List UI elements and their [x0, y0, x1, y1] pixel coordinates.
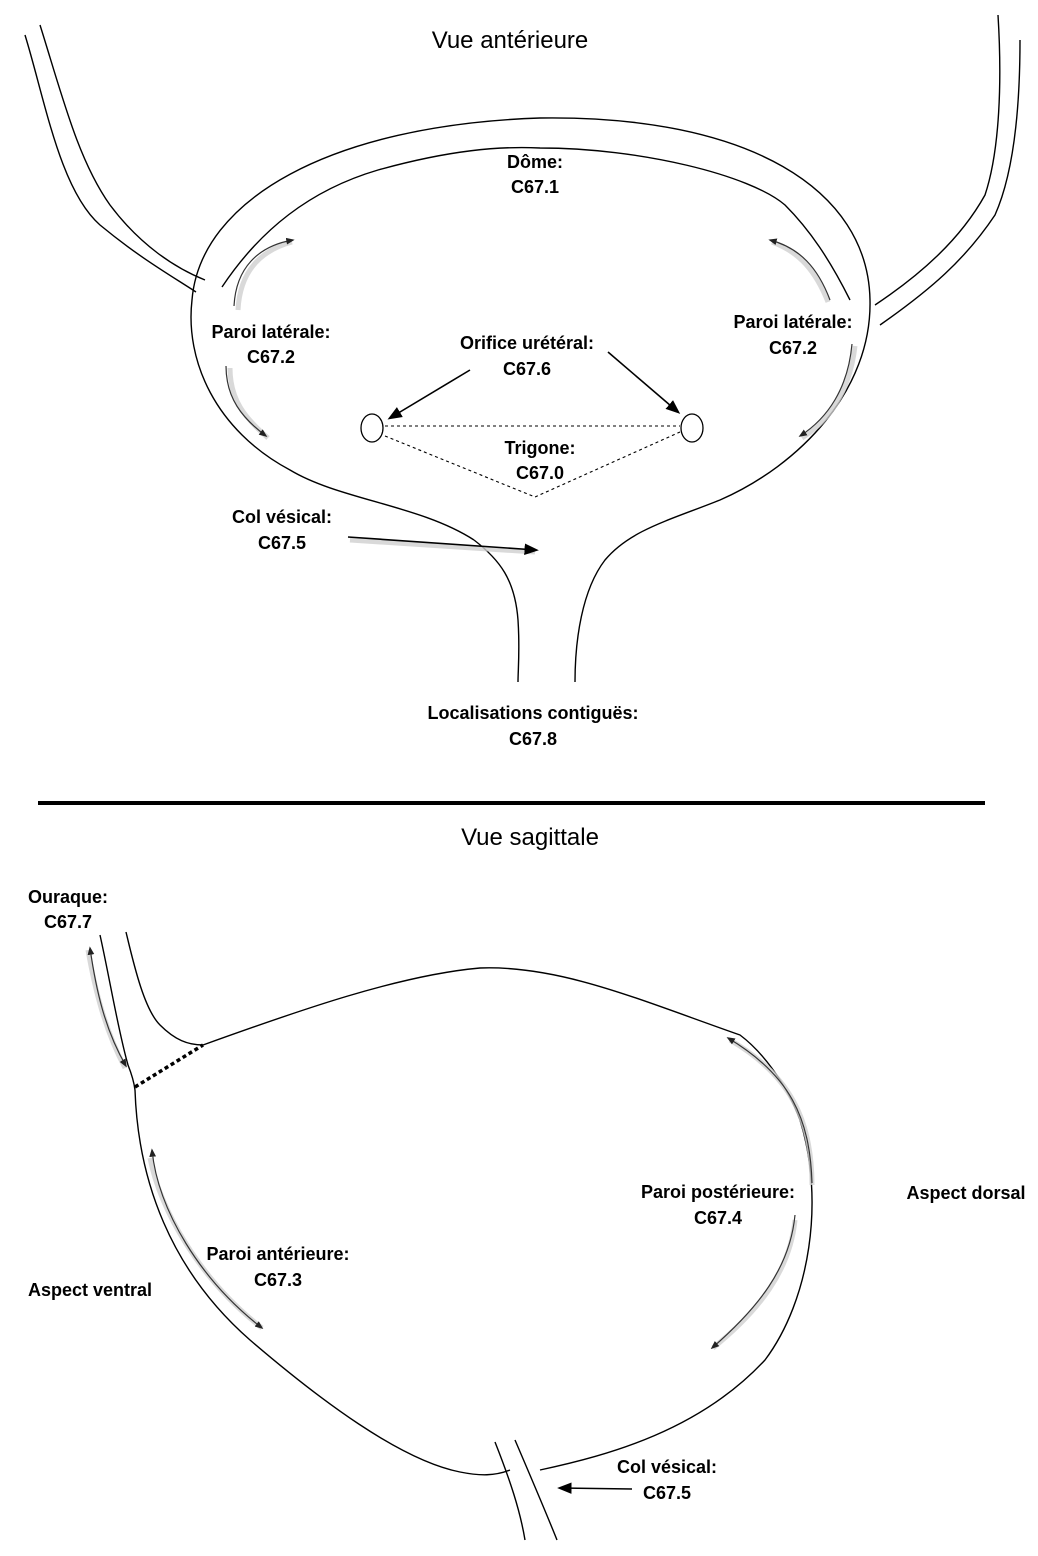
anterior-wall-arrow: [149, 1148, 264, 1330]
sagittal-bladder-neck-arrow: [557, 1482, 633, 1494]
left-ureteral-orifice: [360, 413, 384, 443]
posterior-wall-down-arrow: [710, 1214, 796, 1350]
urachus-back-wall: [125, 931, 204, 1046]
anterior-wall-code: C67.3: [254, 1270, 302, 1290]
ventral-aspect-label: Aspect ventral: [28, 1280, 152, 1300]
bladder-neck-label: Col vésical:: [232, 507, 332, 527]
left-ureter-inner: [39, 24, 206, 281]
bladder-neck-code: C67.5: [258, 533, 306, 553]
sagittal-urethra-front: [494, 1441, 526, 1541]
orifice-arrow-left: [387, 369, 471, 420]
urachus-arrow: [87, 946, 127, 1068]
trigone-label: Trigone:: [505, 438, 576, 458]
right-lateral-up-arrow: [768, 238, 831, 301]
contiguous-label: Localisations contiguës:: [427, 703, 638, 723]
sagittal-bladder-neck-label: Col vésical:: [617, 1457, 717, 1477]
anterior-view-title: Vue antérieure: [432, 27, 589, 54]
bladder-inner-wall: [221, 146, 851, 301]
urachus-label: Ouraque:: [28, 887, 108, 907]
sagittal-bladder-anterior-wall: [134, 1089, 511, 1476]
right-ureter-inner: [879, 39, 1021, 326]
bladder-neck-arrow: [347, 536, 539, 555]
left-lateral-up-arrow: [233, 237, 295, 307]
dorsal-aspect-label: Aspect dorsal: [906, 1183, 1025, 1203]
trigone-code: C67.0: [516, 463, 564, 483]
ureteral-orifice-code: C67.6: [503, 359, 551, 379]
anterior-wall-label: Paroi antérieure:: [206, 1244, 349, 1264]
contiguous-code: C67.8: [509, 729, 557, 749]
right-lateral-wall-label: Paroi latérale:: [733, 312, 852, 332]
dome-code: C67.1: [511, 177, 559, 197]
sagittal-view: Vue sagittale Ouraque: C67.7 Paroi posté…: [28, 824, 1026, 1541]
left-lateral-wall-code: C67.2: [247, 347, 295, 367]
left-lateral-wall-label: Paroi latérale:: [211, 322, 330, 342]
bladder-outer-wall: [190, 117, 871, 683]
right-lateral-down-arrow: [798, 343, 853, 437]
left-ureter-outer: [24, 34, 197, 293]
posterior-wall-code: C67.4: [694, 1208, 742, 1228]
right-ureter-outer: [874, 14, 1001, 306]
urethra-left-wall: [473, 539, 520, 683]
left-lateral-down-arrow: [225, 365, 268, 438]
right-lateral-wall-code: C67.2: [769, 338, 817, 358]
anterior-view: Vue antérieure Dôme:: [24, 14, 1021, 749]
urachus-junction: [134, 1043, 204, 1089]
orifice-arrow-right: [607, 351, 681, 414]
dome-label: Dôme:: [507, 152, 563, 172]
sagittal-bladder-neck-code: C67.5: [643, 1483, 691, 1503]
posterior-wall-up-arrow: [726, 1037, 813, 1184]
ureteral-orifice-label: Orifice urétéral:: [460, 333, 594, 353]
sagittal-bladder-wall: [202, 967, 813, 1471]
right-ureteral-orifice: [680, 413, 704, 443]
posterior-wall-label: Paroi postérieure:: [641, 1182, 795, 1202]
sagittal-urethra-back: [514, 1439, 558, 1541]
sagittal-view-title: Vue sagittale: [461, 824, 599, 851]
urachus-code: C67.7: [44, 912, 92, 932]
